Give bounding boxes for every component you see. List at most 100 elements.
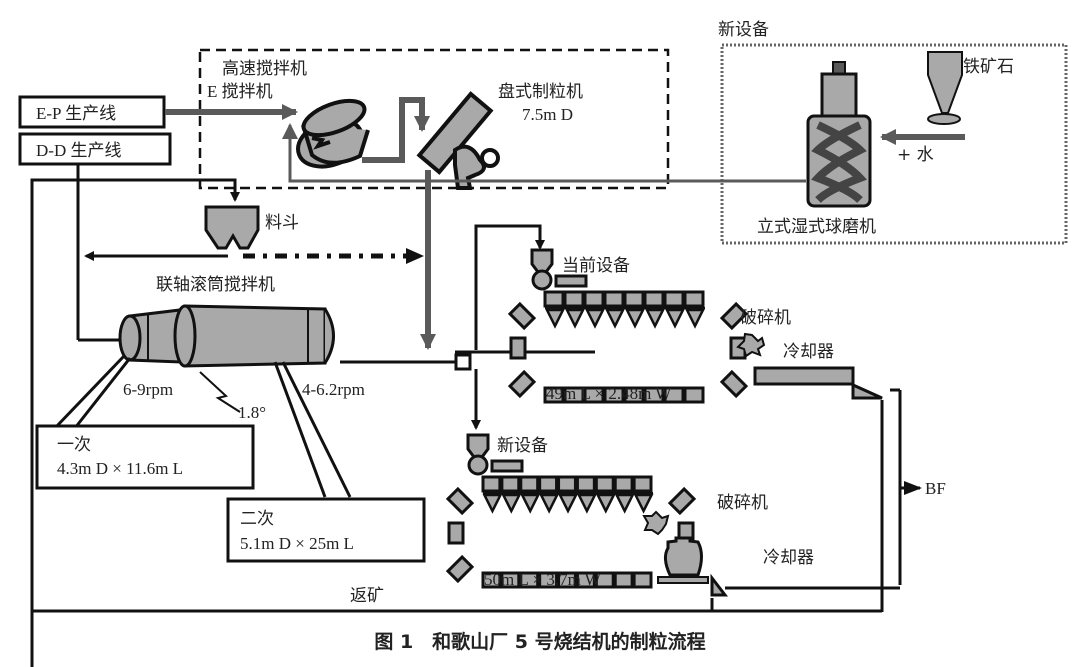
pallet-top (683, 290, 705, 308)
pallet-top (563, 290, 585, 308)
feed-roller-icon (531, 269, 553, 291)
angle-label: 1.8° (238, 403, 266, 422)
windbox-icon (482, 493, 503, 514)
current-sinter-machine (507, 248, 749, 404)
pallet-bottom (563, 386, 585, 404)
pallet-bottom (603, 386, 625, 404)
sinter1-size: 49m L × 2.48m W (546, 384, 672, 403)
pallet-bottom (519, 571, 540, 589)
ep-line-box (18, 95, 166, 129)
angle-indicator (199, 371, 241, 413)
ignition-hood-icon (490, 459, 524, 473)
ignition-hood-icon (554, 274, 588, 288)
iron-ore-hopper-icon (927, 51, 963, 125)
disc-pelletizer-icon (416, 91, 500, 190)
pallet-top (583, 290, 605, 308)
rpm-primary-label: 6-9rpm (123, 380, 173, 399)
cooler1-icon (753, 366, 855, 386)
windbox-icon (539, 493, 560, 514)
cooler2-chute-icon (710, 573, 729, 597)
cooler2-icon (657, 536, 709, 584)
mixer-to-pelletizer-flow (362, 97, 430, 163)
figure-caption: 图 1 和歌山厂 5 号烧结机的制粒流程 (374, 630, 705, 653)
feed-roller-icon (467, 454, 489, 476)
new-equipment-box (720, 43, 1068, 245)
windbox-icon (584, 308, 606, 329)
pallet-top (481, 475, 502, 493)
pallet-top (519, 475, 540, 493)
new-equipment-label: 新设备 (497, 436, 548, 456)
end-pallet (507, 369, 537, 399)
windbox-icon (604, 308, 626, 329)
feed-hopper-icon (466, 433, 490, 459)
hopper-label: 料斗 (265, 213, 299, 233)
granulation-dashed-box (198, 48, 670, 190)
pallet-bottom (683, 386, 705, 404)
end-pallet (447, 521, 465, 545)
windbox-icon (644, 308, 666, 329)
primary-mixer-box (35, 424, 255, 490)
windbox-icon (595, 493, 616, 514)
return-ore-to-hopper (30, 178, 240, 667)
cooler2-label: 冷却器 (763, 548, 814, 568)
dd-line-box (18, 132, 172, 166)
pallet-bottom (538, 571, 559, 589)
windbox-icon (624, 308, 646, 329)
return-ore-label: 返矿 (350, 586, 384, 606)
windbox-icon (501, 493, 522, 514)
cooler1-label: 冷却器 (783, 342, 834, 362)
secondary-label: 二次 (240, 509, 274, 529)
end-pallet (445, 554, 475, 584)
pallet-top (632, 475, 653, 493)
e-mixer-label: E 搅拌机 (207, 82, 273, 101)
pallet-bottom (643, 386, 665, 404)
windbox-icon (633, 493, 654, 514)
disc-pelletizer-label: 盘式制粒机 (498, 82, 583, 102)
ep-line-label: E-P 生产线 (36, 104, 116, 123)
pallet-top (643, 290, 665, 308)
pallet-top (543, 290, 565, 308)
pallet-bottom (594, 571, 615, 589)
high-speed-mixer-label: 高速搅拌机 (222, 59, 307, 79)
crusher2-icon (642, 510, 670, 536)
windbox-icon (576, 493, 597, 514)
sinter2-size: 50m L × 3.7m W (484, 570, 602, 589)
windbox-icon (564, 308, 586, 329)
end-pallet (667, 486, 697, 516)
to-current-sinter-arrow (474, 224, 545, 350)
pallet-bottom (543, 386, 565, 404)
windbox-icon (614, 493, 635, 514)
crusher1-label: 破碎机 (740, 308, 791, 328)
drum-mixer-label: 联轴滚筒搅拌机 (156, 275, 275, 295)
hopper-icon (204, 205, 260, 250)
secondary-mixer-box (226, 497, 426, 563)
end-pallet (719, 301, 749, 331)
pallet-bottom (500, 571, 521, 589)
end-pallet (719, 369, 749, 399)
pallet-bottom (632, 571, 653, 589)
end-pallet (509, 336, 527, 360)
pallet-top (538, 475, 559, 493)
cooler1-chute-icon (851, 382, 883, 400)
windbox-icon (557, 493, 579, 514)
primary-label: 一次 (57, 435, 91, 455)
crusher1-icon (736, 332, 766, 358)
windbox-icon (520, 493, 541, 514)
bf-label: BF (925, 479, 946, 498)
pallet-bottom (481, 571, 502, 589)
pallet-top (603, 290, 625, 308)
new-sinter-machine (445, 433, 697, 589)
iron-ore-label: 铁矿石 (963, 57, 1014, 77)
pallet-bottom (623, 386, 645, 404)
drum-mixer-icon (118, 304, 335, 368)
dd-line-label: D-D 生产线 (36, 141, 121, 160)
pallet-bottom (557, 571, 577, 589)
pallet-top (613, 475, 634, 493)
ball-mill-label: 立式湿式球磨机 (757, 217, 876, 237)
disc-pelletizer-size: 7.5m D (522, 105, 573, 124)
slurry-return-flow (282, 123, 806, 183)
windbox-icon (664, 308, 686, 329)
windbox-icon (684, 308, 706, 329)
pallet-bottom (583, 386, 605, 404)
